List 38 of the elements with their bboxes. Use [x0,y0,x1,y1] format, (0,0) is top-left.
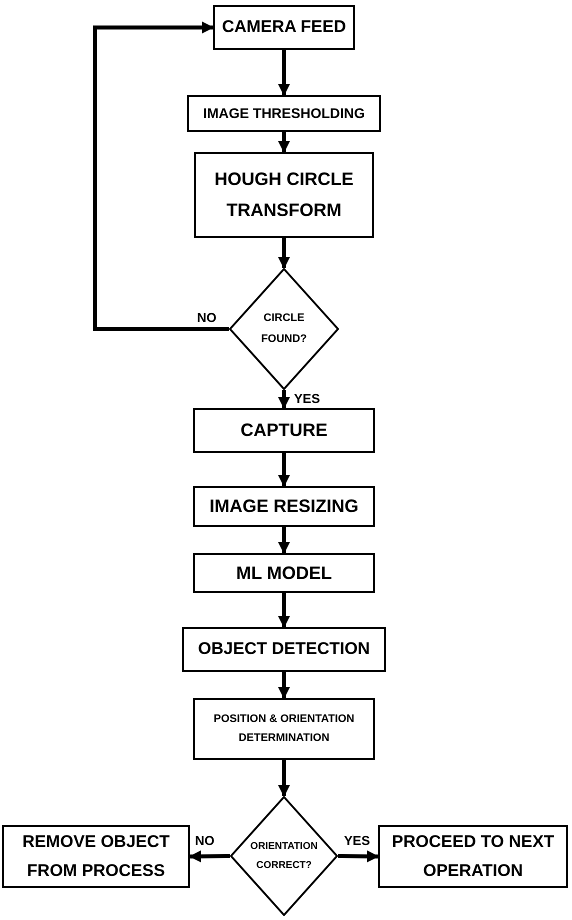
process-box [187,95,381,132]
process-label: IMAGE RESIZING [209,495,358,518]
process-label: IMAGE THRESHOLDING [203,104,365,123]
process-label: HOUGH CIRCLE TRANSFORM [214,168,354,222]
arrow [189,850,230,862]
edge-label: NO [194,834,216,847]
arrow [338,850,379,862]
process-label: OBJECT DETECTION [198,638,370,660]
process-box [193,698,375,760]
process-label: CAPTURE [240,419,328,442]
edge-label: NO [196,311,218,324]
arrow [278,527,290,554]
arrow [278,50,290,96]
arrow [278,238,290,269]
arrow [278,453,290,487]
decision-label: ORIENTATION CORRECT? [249,840,319,873]
decision-label: CIRCLE FOUND? [260,311,308,347]
arrow [278,672,290,699]
process-box [193,486,375,527]
process-box [193,553,375,593]
arrow [278,593,290,628]
process-box [213,5,355,50]
process-box [193,408,375,453]
arrow [278,132,290,153]
process-label: POSITION & ORIENTATION DETERMINATION [212,712,356,746]
process-label: REMOVE OBJECT FROM PROCESS [21,830,171,882]
edge-label: YES [343,834,372,847]
arrow [278,390,290,409]
edge-label: YES [293,392,322,405]
arrow [278,760,290,797]
arrow [93,22,229,331]
process-label: PROCEED TO NEXT OPERATION [390,830,556,882]
process-box [378,825,568,888]
process-label: CAMERA FEED [222,16,346,38]
process-label: ML MODEL [236,562,332,585]
process-box [182,627,386,672]
process-box [2,825,190,888]
process-box [194,152,374,238]
